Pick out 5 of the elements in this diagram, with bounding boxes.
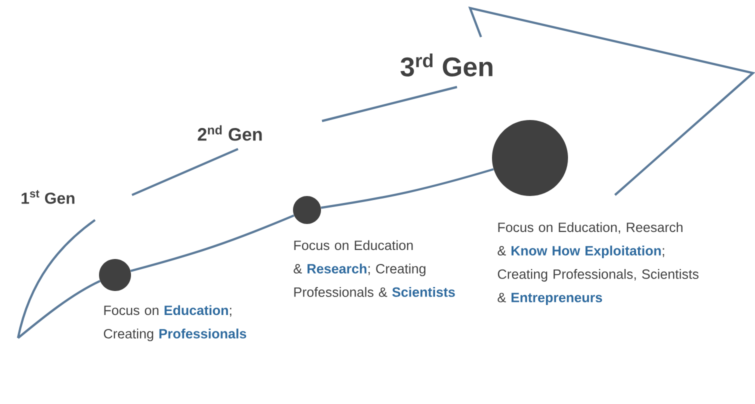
description-text: Focus on Education; Creating Professionals (104, 305, 246, 342)
connector-line (320, 168, 494, 209)
description-text: Focus on Education, Reesarch & Know How Exploitation; Creating Professionals, Scientists & Entrepreneurs (498, 222, 698, 305)
description-text: Focus on Education & Research; Creating Professionals & Scientists (294, 240, 455, 297)
connector-line (130, 214, 294, 272)
